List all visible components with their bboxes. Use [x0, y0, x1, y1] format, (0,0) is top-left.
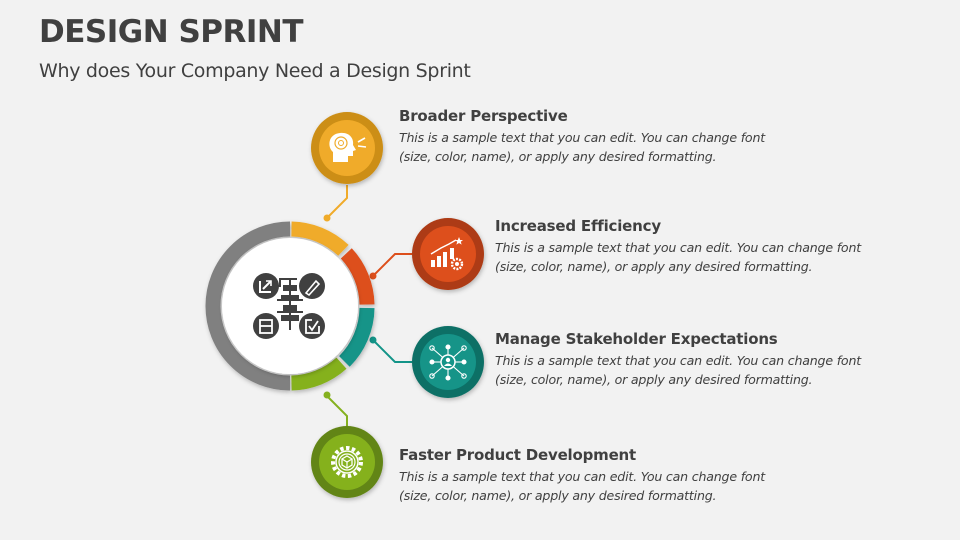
- center-ring: [205, 221, 375, 391]
- ring-segment-orange: [340, 248, 375, 305]
- item-title: Manage Stakeholder Expectations: [495, 330, 778, 348]
- item-title: Increased Efficiency: [495, 217, 661, 235]
- item-title: Faster Product Development: [399, 446, 636, 464]
- item-title: Broader Perspective: [399, 107, 568, 125]
- connector-faster-product: [323, 391, 348, 430]
- page-subtitle: Why does Your Company Need a Design Spri…: [39, 60, 471, 82]
- item-faster-product-development: Faster Product Development This is a sam…: [399, 446, 799, 505]
- item-description: This is a sample text that you can edit.…: [495, 353, 861, 387]
- item-broader-perspective: Broader Perspective This is a sample tex…: [399, 107, 799, 166]
- connector-manage-stakeholder: [369, 336, 412, 363]
- growth-chart-gear-icon: [430, 237, 464, 271]
- item-manage-stakeholder-expectations: Manage Stakeholder Expectations This is …: [495, 330, 895, 389]
- page-title: DESIGN SPRINT: [39, 14, 304, 50]
- design-sprint-process-icon: [253, 273, 325, 339]
- item-description: This is a sample text that you can edit.…: [399, 469, 765, 503]
- ring-segment-gray: [205, 221, 291, 391]
- ring-segment-yellow: [291, 221, 349, 256]
- head-brain-vision-icon: [329, 132, 367, 162]
- ring-segment-green: [291, 357, 347, 391]
- item-description: This is a sample text that you can edit.…: [495, 240, 861, 274]
- stakeholder-network-icon: [429, 344, 467, 381]
- connector-broader-perspective: [323, 185, 348, 222]
- ring-segment-teal: [338, 307, 375, 367]
- circle-increased-efficiency: [412, 218, 484, 290]
- product-box-gear-icon: [331, 446, 363, 478]
- item-description: This is a sample text that you can edit.…: [399, 130, 765, 164]
- item-increased-efficiency: Increased Efficiency This is a sample te…: [495, 217, 895, 276]
- connector-increased-efficiency: [369, 253, 412, 280]
